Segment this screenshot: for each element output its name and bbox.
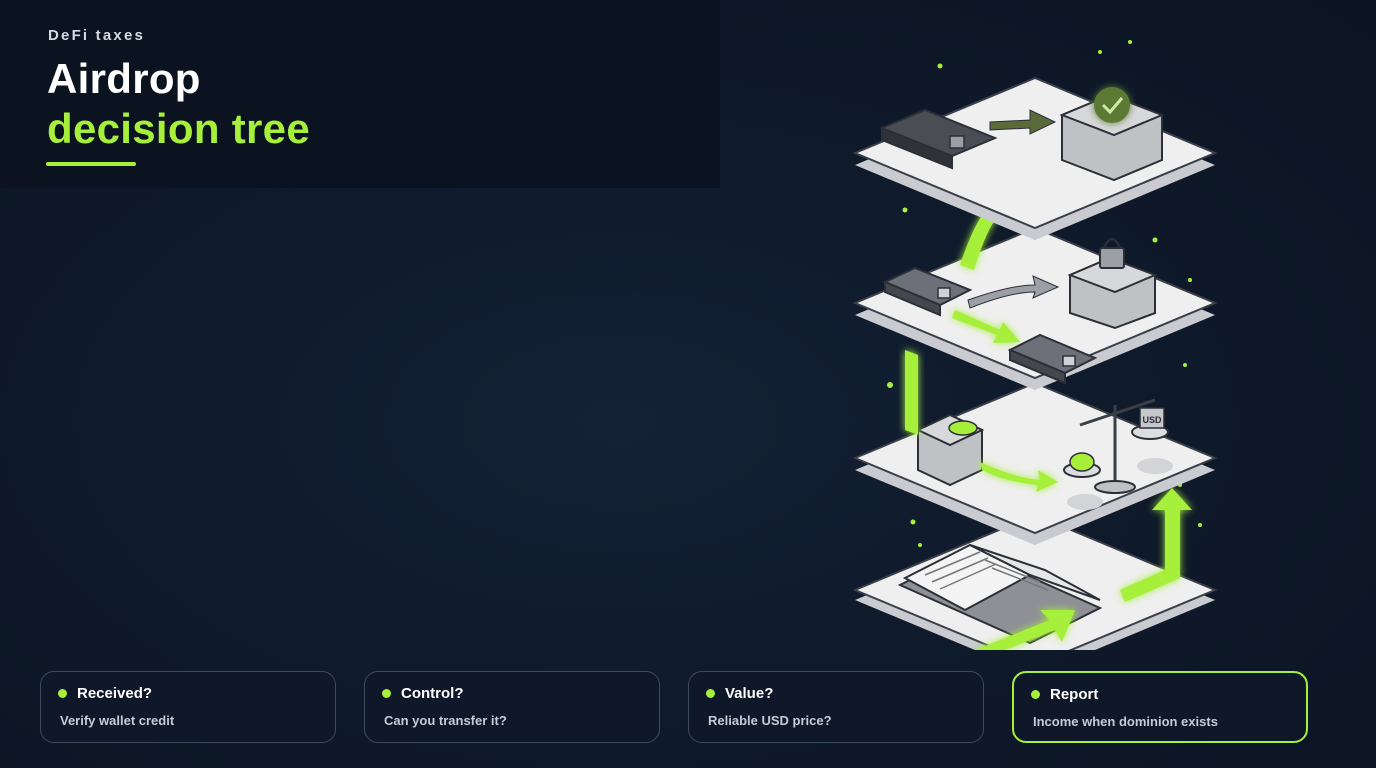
wallet-icon	[882, 266, 973, 317]
wallet-icon	[879, 108, 998, 170]
step-card-received[interactable]: Received? Verify wallet credit	[40, 671, 336, 743]
token-icon	[915, 413, 985, 487]
layer-value: USD	[852, 381, 1218, 545]
header-panel: DeFi taxes Airdrop decision tree	[0, 0, 720, 188]
layer-received	[852, 76, 1218, 240]
status-dot	[382, 689, 391, 698]
step-title: Value?	[725, 685, 774, 702]
step-title: Control?	[401, 685, 464, 702]
decision-steps: Received? Verify wallet credit Control? …	[40, 671, 1310, 743]
title-underline	[46, 162, 136, 166]
step-card-value[interactable]: Value? Reliable USD price?	[688, 671, 984, 743]
balance-scale-icon: USD	[1063, 398, 1169, 494]
lock-icon	[1067, 237, 1158, 330]
status-dot	[58, 689, 67, 698]
report-up-arrow-icon	[1120, 488, 1192, 602]
layer-control	[852, 226, 1218, 390]
check-icon	[1059, 87, 1165, 182]
page-title: Airdrop	[47, 55, 201, 102]
status-dot	[1031, 690, 1040, 699]
step-subtitle: Can you transfer it?	[384, 713, 507, 728]
step-subtitle: Reliable USD price?	[708, 713, 832, 728]
step-title: Received?	[77, 685, 153, 702]
decision-tree-illustration: USD	[852, 40, 1218, 650]
page-title-accent: decision tree	[47, 105, 310, 152]
wallet-icon	[1007, 333, 1098, 385]
usd-label: USD	[1142, 415, 1162, 425]
status-dot	[706, 689, 715, 698]
step-card-control[interactable]: Control? Can you transfer it?	[364, 671, 660, 743]
step-subtitle: Income when dominion exists	[1033, 714, 1218, 729]
step-subtitle: Verify wallet credit	[60, 713, 175, 728]
layer-report	[852, 513, 1218, 650]
step-title: Report	[1050, 686, 1099, 703]
step-card-report[interactable]: Report Income when dominion exists	[1012, 671, 1308, 743]
eyebrow-label: DeFi taxes	[48, 27, 146, 44]
